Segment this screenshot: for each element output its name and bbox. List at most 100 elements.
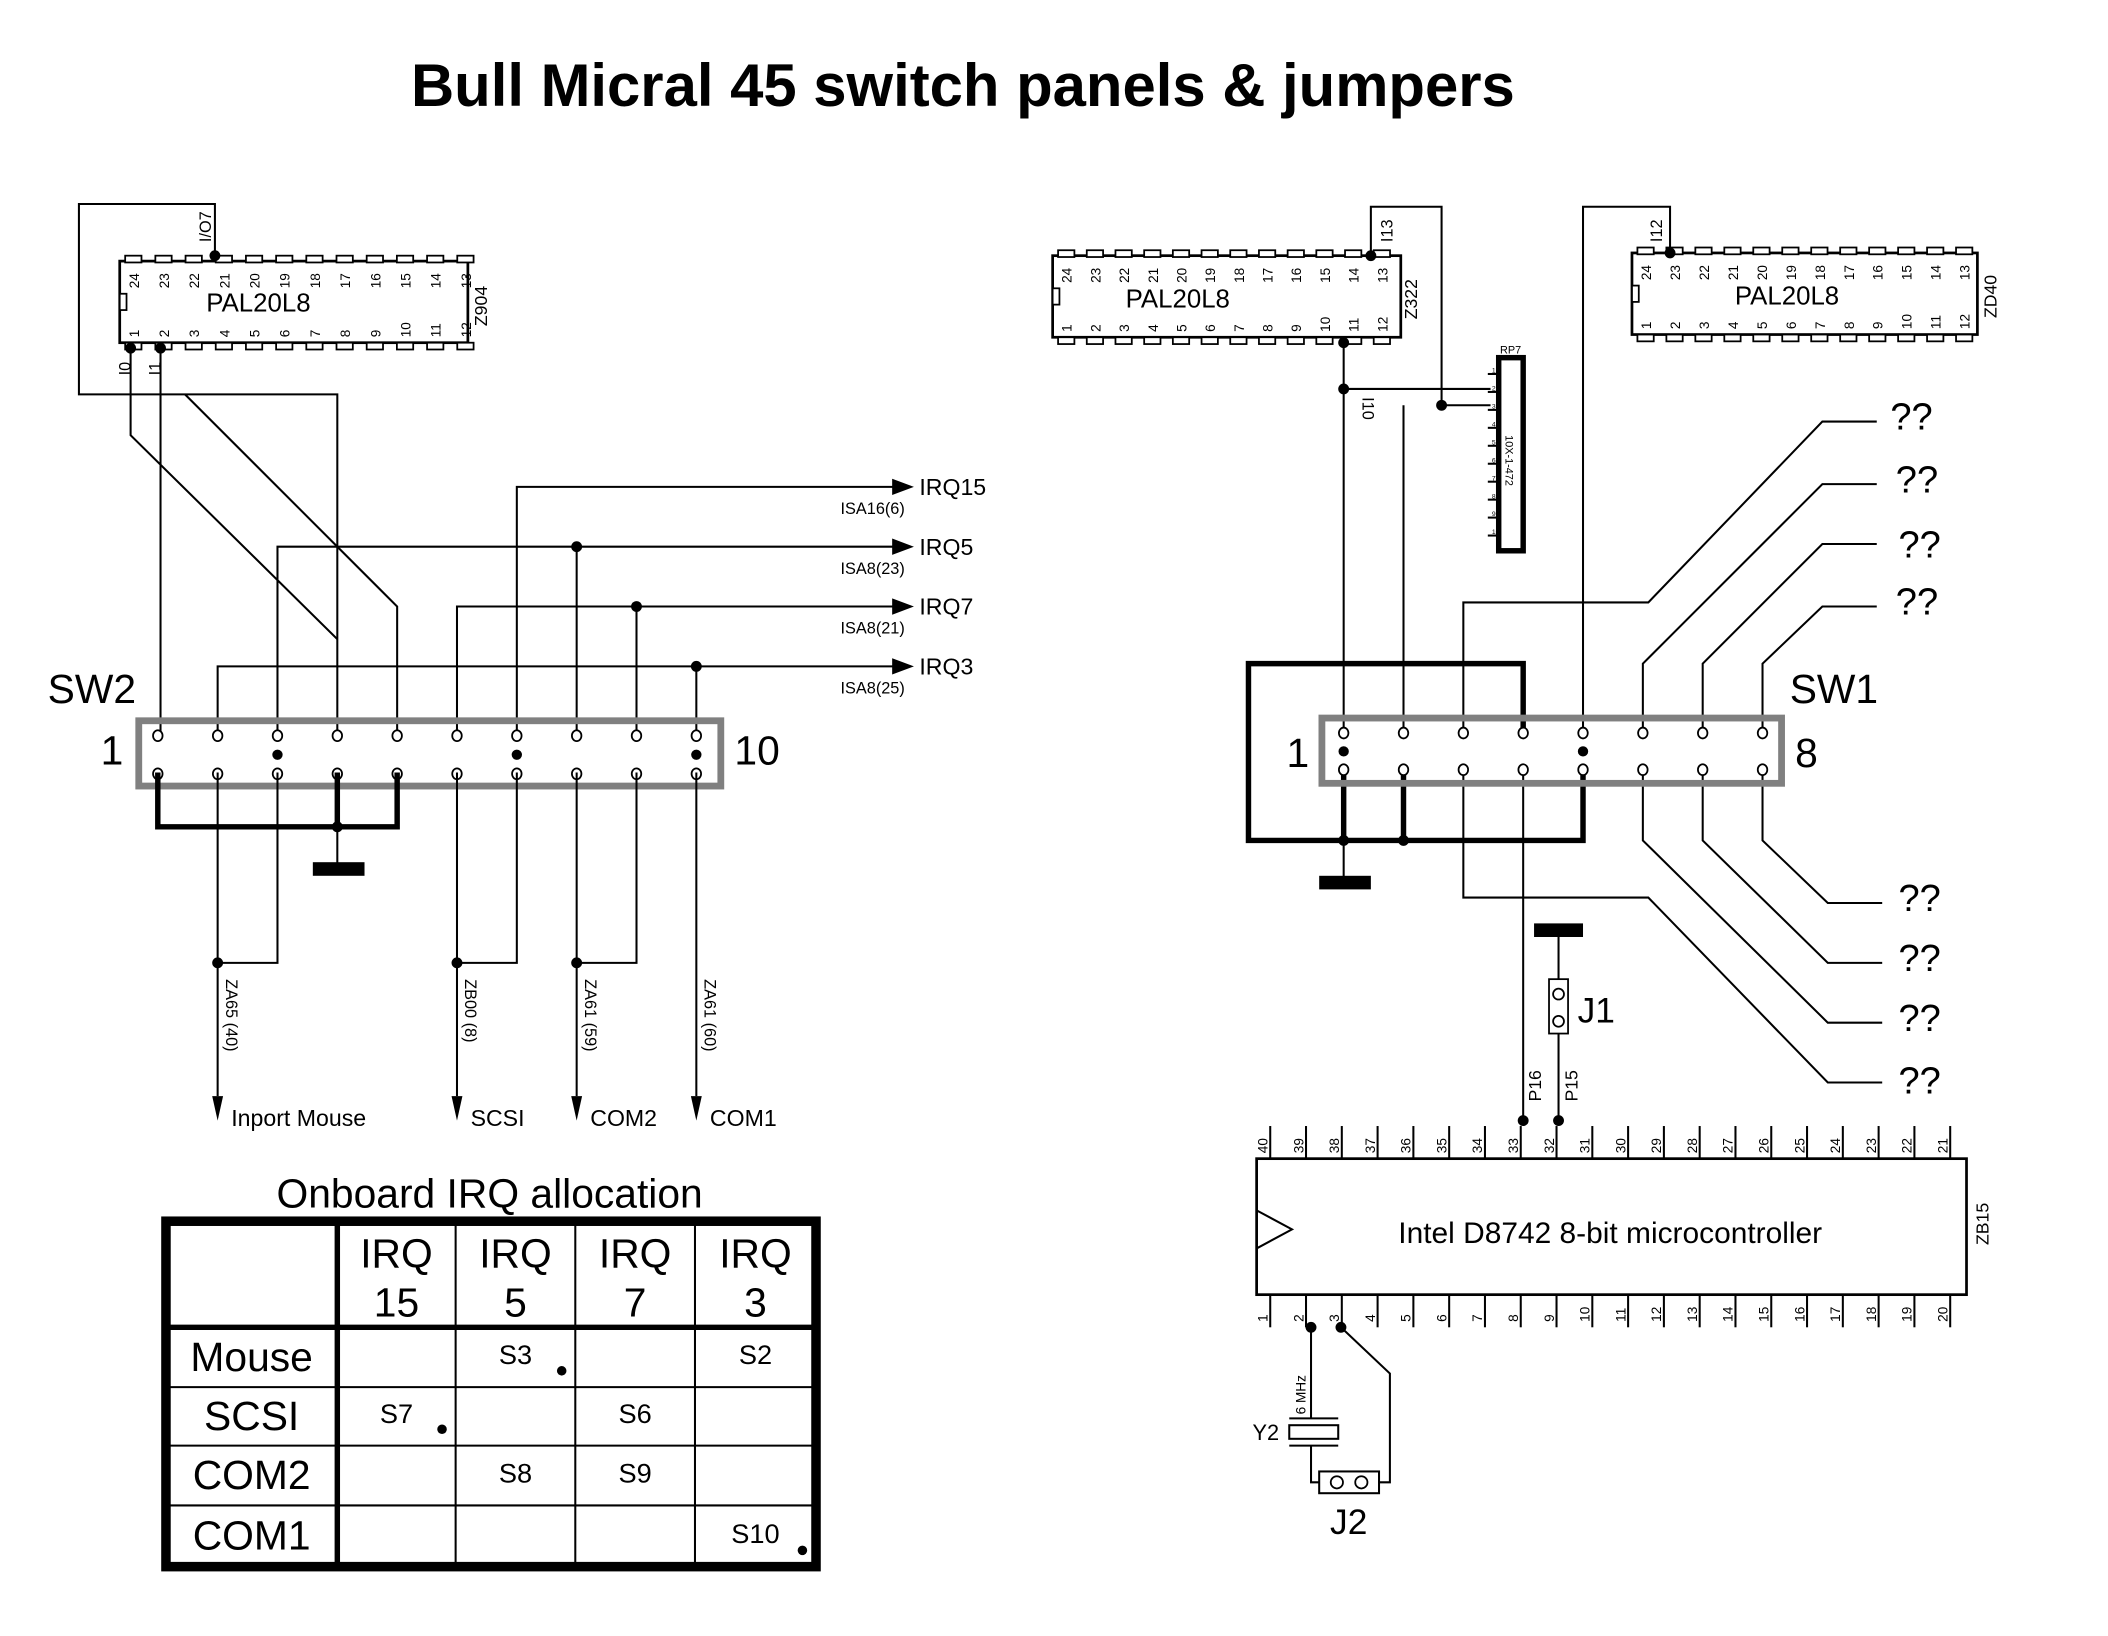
pin-number: 18 xyxy=(308,273,323,288)
pin-number: 21 xyxy=(217,273,232,288)
pin-number: 2 xyxy=(1291,1314,1306,1322)
connector-pin-3: ZA61 (60) xyxy=(700,979,718,1051)
pin-number: 12 xyxy=(459,322,474,337)
y2-label: Y2 xyxy=(1253,1420,1280,1445)
pin-number: 15 xyxy=(1757,1307,1772,1322)
pin-number: 4 xyxy=(1146,324,1161,332)
pin-number: 19 xyxy=(278,273,293,288)
pin-number: 7 xyxy=(308,330,323,338)
irq-bus-0: ISA16(6) xyxy=(840,500,904,518)
chip-pin xyxy=(426,254,445,264)
pin-number: 14 xyxy=(429,273,444,289)
pin-number: 22 xyxy=(1117,268,1132,283)
pin-number: 28 xyxy=(1685,1138,1700,1153)
chip-pin xyxy=(1229,336,1248,345)
pin-number: 21 xyxy=(1146,268,1161,283)
sw2-frame xyxy=(135,717,725,790)
chip-pin xyxy=(1636,246,1655,256)
pin-number: 10 xyxy=(398,322,413,338)
chip-z322-ref: Z322 xyxy=(1401,279,1421,319)
table-row-label: Mouse xyxy=(190,1334,312,1380)
pin-number: 18 xyxy=(1232,268,1247,283)
pin-number: 36 xyxy=(1399,1138,1414,1153)
chip-pin xyxy=(1286,249,1305,258)
table-row-label: COM2 xyxy=(193,1452,311,1498)
switch-contact-bottom xyxy=(1397,763,1410,777)
chip-pin xyxy=(426,341,445,351)
chip-pin xyxy=(275,254,294,264)
switch-contact-top xyxy=(511,729,523,743)
chip-pin xyxy=(1143,336,1162,345)
pin-number: 19 xyxy=(1784,265,1799,280)
connector-pin-0: ZA65 (40) xyxy=(222,979,240,1051)
irq-table-title: Onboard IRQ allocation xyxy=(277,1171,703,1217)
pin-number: 10 xyxy=(1578,1306,1593,1322)
chip-notch xyxy=(1631,284,1640,303)
rp7-ref: RP7 xyxy=(1500,345,1521,357)
pin-number: 15 xyxy=(1900,265,1915,280)
unknown-label-4: ?? xyxy=(1899,878,1941,920)
switch-contact-bottom xyxy=(1637,763,1649,777)
switch-contact-top xyxy=(1637,726,1649,740)
rp7-pin-number: 7 xyxy=(1492,475,1496,482)
pin-number: 7 xyxy=(1813,322,1828,330)
j2-label: J2 xyxy=(1330,1503,1367,1542)
connector-name-2: COM2 xyxy=(590,1105,657,1131)
table-header: 7 xyxy=(624,1279,647,1325)
pin-number: 17 xyxy=(338,273,353,288)
pin-number: 12 xyxy=(1375,317,1390,332)
pin-number: 11 xyxy=(1347,318,1362,332)
pin-number: 2 xyxy=(1668,322,1683,330)
pin-number: 9 xyxy=(1871,322,1886,330)
chip-pin xyxy=(1258,249,1277,258)
table-header: IRQ xyxy=(479,1230,552,1276)
pin-number: 22 xyxy=(1697,265,1712,280)
pin-number: 1 xyxy=(1256,1314,1271,1322)
rp7-pin-number: 5 xyxy=(1492,439,1496,446)
pin-number: 11 xyxy=(1929,315,1944,329)
chip-pin xyxy=(245,254,264,264)
irq-label-3: IRQ3 xyxy=(919,654,973,680)
signal-io7: I/O7 xyxy=(197,211,215,242)
chip-pin xyxy=(1229,249,1248,258)
table-cell: S10 xyxy=(731,1518,779,1549)
table-header: IRQ xyxy=(719,1230,792,1276)
pin-number: 35 xyxy=(1434,1138,1449,1153)
sw1-label: SW1 xyxy=(1790,666,1878,712)
chip-pin xyxy=(365,254,384,264)
wires-right xyxy=(1245,205,1883,1127)
chip-z322-name: PAL20L8 xyxy=(1126,285,1230,313)
pin-number: 13 xyxy=(1685,1307,1700,1322)
table-cell: S3 xyxy=(499,1339,532,1370)
chip-notch xyxy=(118,292,128,311)
chip-pin xyxy=(1926,333,1945,343)
switch-on-indicator xyxy=(272,749,283,760)
pin-number: 13 xyxy=(459,273,474,288)
chip-pin xyxy=(1839,246,1858,256)
switch-contact-top xyxy=(211,729,224,743)
table-active-dot xyxy=(797,1545,808,1556)
pin-number: 11 xyxy=(1613,1308,1628,1322)
switch-contact-bottom xyxy=(1338,763,1350,777)
switch-on-indicator xyxy=(1338,746,1349,757)
switch-contact-top xyxy=(690,729,702,743)
pin-number: 9 xyxy=(368,330,383,338)
pin-number: 24 xyxy=(127,273,142,289)
chip-pin xyxy=(395,341,415,351)
pin-number: 24 xyxy=(1060,267,1075,283)
pin-number: 23 xyxy=(1668,265,1683,280)
chip-pin xyxy=(1955,333,1974,343)
pin-number: 12 xyxy=(1649,1307,1664,1322)
pin-number: 1 xyxy=(127,330,142,338)
rp7-body xyxy=(1495,354,1526,554)
table-row-label: COM1 xyxy=(193,1513,311,1559)
chip-pin xyxy=(1723,333,1742,343)
chip-notch xyxy=(1051,287,1061,306)
pin-number: 17 xyxy=(1828,1307,1843,1322)
chip-pin xyxy=(1665,333,1684,343)
switch-contact-top xyxy=(1457,726,1469,740)
switch-contact-top xyxy=(571,729,583,743)
switch-contact-top xyxy=(630,729,643,743)
